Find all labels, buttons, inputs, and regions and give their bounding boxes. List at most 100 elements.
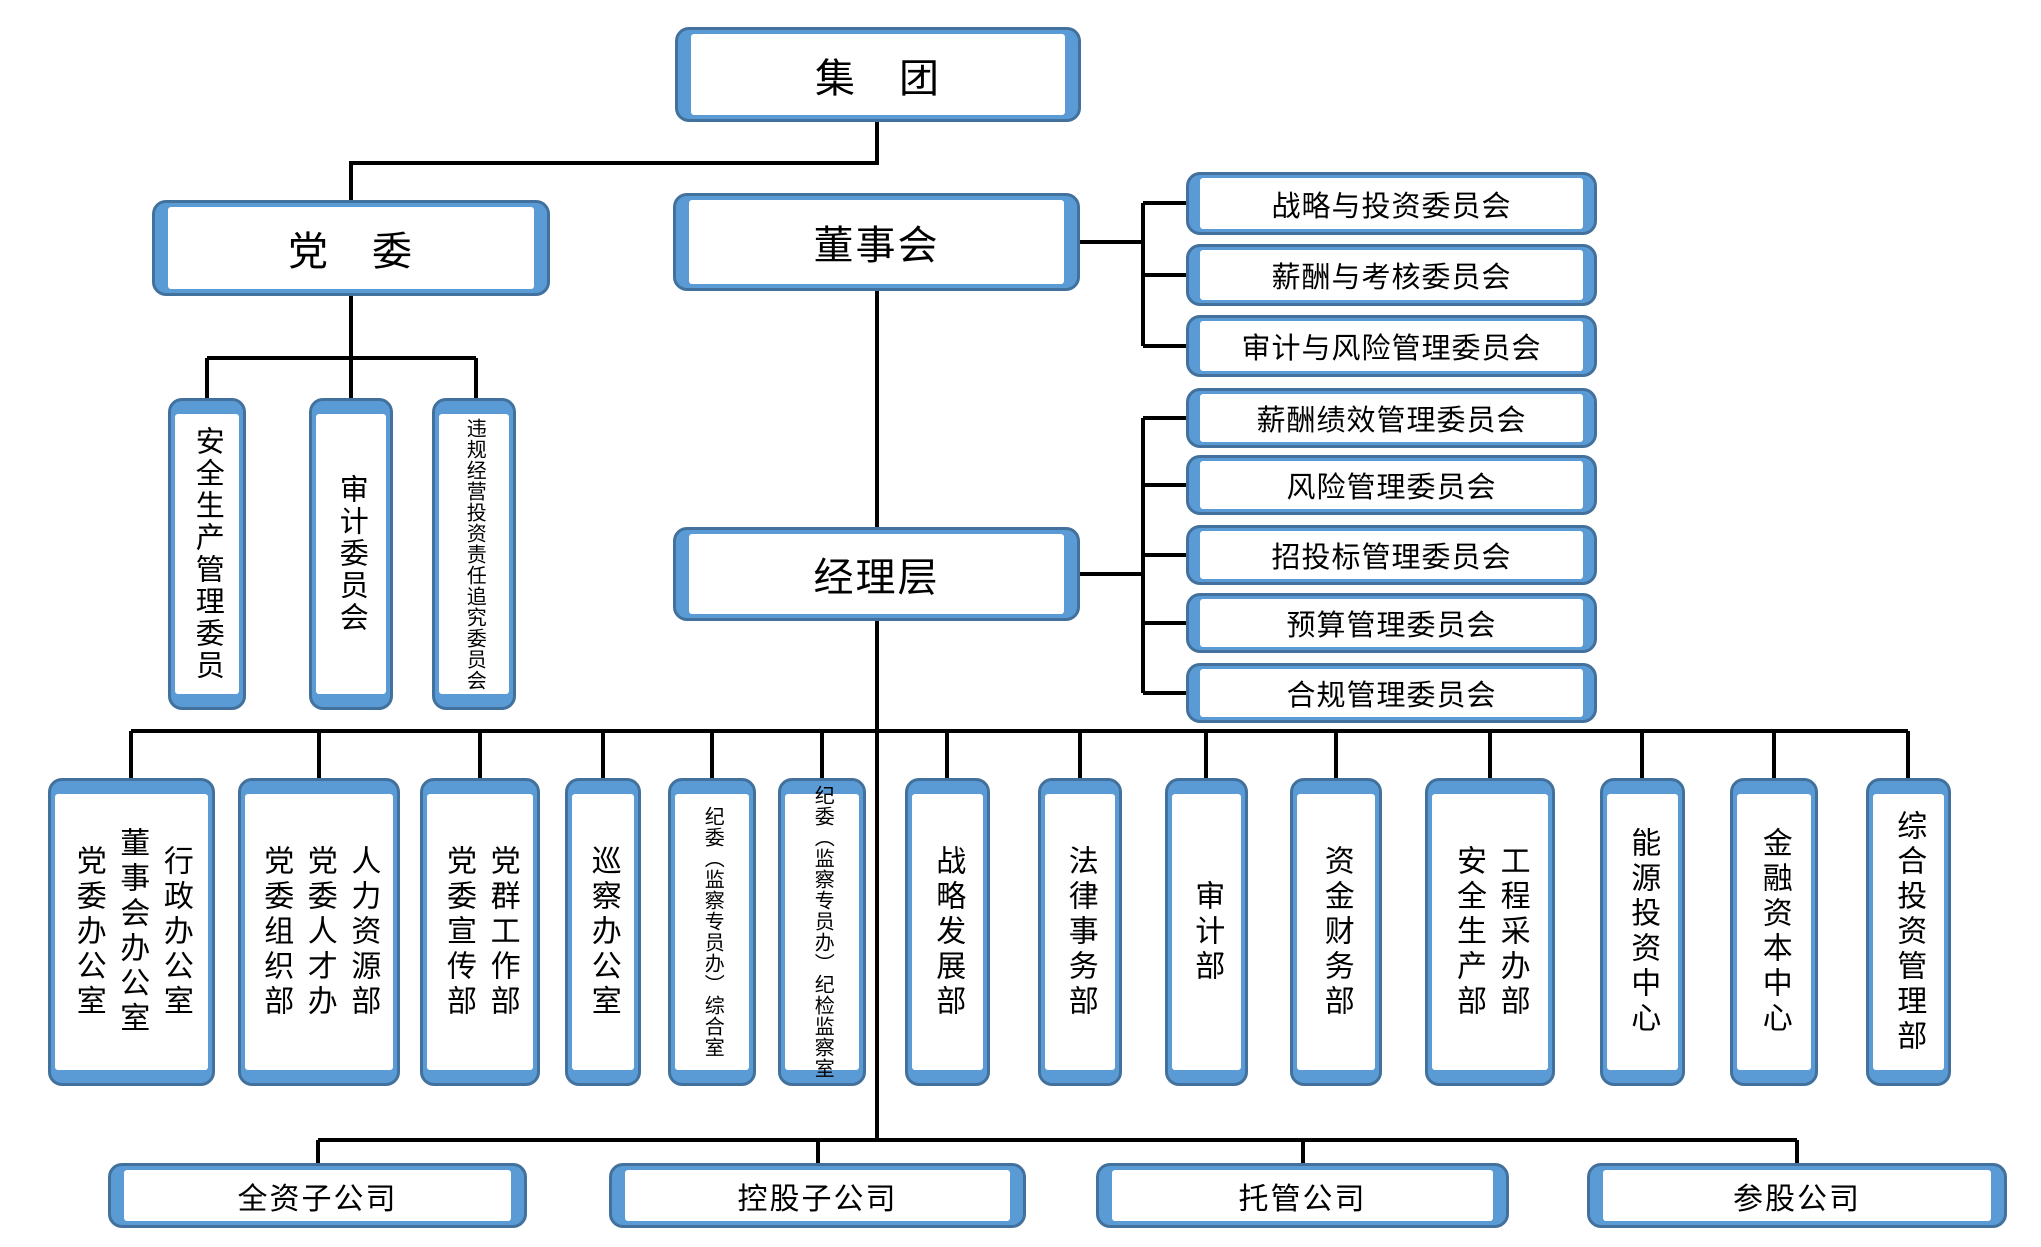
department-12-columns: 金融资本中心 xyxy=(1737,794,1811,1070)
subsidiary-0: 全资子公司 xyxy=(108,1163,527,1228)
department-13-inner: 综合投资管理部 xyxy=(1873,794,1944,1070)
node-board-inner: 董事会 xyxy=(689,200,1064,284)
node-group: 集 团 xyxy=(675,27,1081,122)
department-5: 纪委（监察专员办）纪检监察室 xyxy=(778,778,866,1086)
department-10-col-0: 安全生产部 xyxy=(1452,844,1485,1020)
board-committee-0-label: 战略与投资委员会 xyxy=(1271,190,1512,223)
party-sub-committee-2-col-0: 违规经营投资责任追究委员会 xyxy=(463,417,486,691)
subsidiary-3-inner: 参股公司 xyxy=(1603,1170,1991,1221)
department-11-columns: 能源投资中心 xyxy=(1607,794,1678,1070)
department-7-inner: 法律事务部 xyxy=(1045,794,1115,1070)
management-committee-2: 招投标管理委员会 xyxy=(1186,525,1597,585)
department-1-col-0: 党委组织部 xyxy=(259,844,293,1020)
board-committee-1-label: 薪酬与考核委员会 xyxy=(1271,262,1512,294)
node-party-committee-inner: 党 委 xyxy=(168,207,534,289)
department-13: 综合投资管理部 xyxy=(1866,778,1951,1086)
department-6-columns: 战略发展部 xyxy=(912,794,983,1070)
party-sub-committee-1-inner: 审计委员会 xyxy=(316,414,386,694)
department-9-inner: 资金财务部 xyxy=(1297,794,1375,1070)
board-committee-1-inner: 薪酬与考核委员会 xyxy=(1200,250,1583,300)
management-committee-4-label: 合规管理委员会 xyxy=(1286,680,1497,712)
department-4-col-0: 纪委（监察专员办）综合室 xyxy=(701,806,724,1058)
board-committee-1: 薪酬与考核委员会 xyxy=(1186,244,1597,306)
node-management-inner: 经理层 xyxy=(689,534,1064,614)
department-1-col-1: 党委人才办 xyxy=(302,844,336,1020)
department-0-columns: 党委办公室董事会办公室行政办公室 xyxy=(55,794,208,1070)
department-0-col-1: 董事会办公室 xyxy=(115,827,149,1037)
department-3-columns: 巡察办公室 xyxy=(572,794,634,1070)
management-committee-3-inner: 预算管理委员会 xyxy=(1200,599,1583,647)
node-board-label: 董事会 xyxy=(813,224,940,268)
subsidiary-1-label: 控股子公司 xyxy=(737,1182,898,1216)
board-committee-2: 审计与风险管理委员会 xyxy=(1186,315,1597,377)
board-committee-0-inner: 战略与投资委员会 xyxy=(1200,178,1583,229)
party-sub-committee-1-col-0: 审计委员会 xyxy=(335,474,368,634)
party-sub-committee-1-columns: 审计委员会 xyxy=(316,414,386,694)
board-committee-2-inner: 审计与风险管理委员会 xyxy=(1200,321,1583,371)
department-6-inner: 战略发展部 xyxy=(912,794,983,1070)
management-committee-0-label: 薪酬绩效管理委员会 xyxy=(1256,405,1527,437)
department-3-col-0: 巡察办公室 xyxy=(586,844,620,1020)
department-7: 法律事务部 xyxy=(1038,778,1122,1086)
department-12-inner: 金融资本中心 xyxy=(1737,794,1811,1070)
department-2: 党委宣传部党群工作部 xyxy=(420,778,540,1086)
party-sub-committee-1: 审计委员会 xyxy=(309,398,393,710)
subsidiary-3-label: 参股公司 xyxy=(1733,1182,1861,1216)
department-0-col-2: 行政办公室 xyxy=(158,844,192,1020)
department-4: 纪委（监察专员办）综合室 xyxy=(668,778,756,1086)
node-party-committee-label: 党 委 xyxy=(288,230,414,274)
management-committee-0-inner: 薪酬绩效管理委员会 xyxy=(1200,394,1583,442)
management-committee-4-inner: 合规管理委员会 xyxy=(1200,669,1583,717)
subsidiary-1-inner: 控股子公司 xyxy=(625,1170,1010,1221)
department-12-col-0: 金融资本中心 xyxy=(1757,827,1791,1037)
subsidiary-0-inner: 全资子公司 xyxy=(124,1170,511,1221)
node-party-committee: 党 委 xyxy=(152,200,550,296)
subsidiary-2-inner: 托管公司 xyxy=(1112,1170,1493,1221)
subsidiary-1: 控股子公司 xyxy=(609,1163,1026,1228)
node-management: 经理层 xyxy=(673,527,1080,621)
department-9-columns: 资金财务部 xyxy=(1297,794,1375,1070)
department-0-col-0: 党委办公室 xyxy=(71,844,105,1020)
subsidiary-0-label: 全资子公司 xyxy=(237,1182,398,1216)
department-6-col-0: 战略发展部 xyxy=(931,844,965,1020)
management-committee-2-label: 招投标管理委员会 xyxy=(1271,542,1512,574)
department-7-col-0: 法律事务部 xyxy=(1063,844,1097,1020)
department-12: 金融资本中心 xyxy=(1730,778,1818,1086)
department-2-col-0: 党委宣传部 xyxy=(442,844,475,1020)
department-1-columns: 党委组织部党委人才办人力资源部 xyxy=(245,794,393,1070)
party-sub-committee-0: 安全生产管理委员 xyxy=(168,398,246,710)
party-sub-committee-0-columns: 安全生产管理委员 xyxy=(175,414,239,694)
party-sub-committee-0-inner: 安全生产管理委员 xyxy=(175,414,239,694)
management-committee-4: 合规管理委员会 xyxy=(1186,663,1597,723)
department-13-col-0: 综合投资管理部 xyxy=(1892,809,1926,1055)
management-committee-3-label: 预算管理委员会 xyxy=(1286,610,1497,642)
department-6: 战略发展部 xyxy=(905,778,990,1086)
department-5-columns: 纪委（监察专员办）纪检监察室 xyxy=(785,785,859,1079)
department-5-col-0: 纪委（监察专员办）纪检监察室 xyxy=(811,785,834,1079)
department-9: 资金财务部 xyxy=(1290,778,1382,1086)
subsidiary-3: 参股公司 xyxy=(1587,1163,2007,1228)
department-1: 党委组织部党委人才办人力资源部 xyxy=(238,778,400,1086)
department-8-columns: 审计部 xyxy=(1172,794,1241,1070)
department-3: 巡察办公室 xyxy=(565,778,641,1086)
department-8-inner: 审计部 xyxy=(1172,794,1241,1070)
party-sub-committee-2: 违规经营投资责任追究委员会 xyxy=(432,398,516,710)
department-9-col-0: 资金财务部 xyxy=(1319,844,1353,1020)
department-1-inner: 党委组织部党委人才办人力资源部 xyxy=(245,794,393,1070)
node-board: 董事会 xyxy=(673,193,1080,291)
connector-paths xyxy=(129,122,1910,1163)
department-13-columns: 综合投资管理部 xyxy=(1873,794,1944,1070)
department-10-inner: 安全生产部工程采办部 xyxy=(1432,794,1548,1070)
party-sub-committee-0-col-0: 安全生产管理委员 xyxy=(191,426,224,682)
party-sub-committee-2-inner: 违规经营投资责任追究委员会 xyxy=(439,414,509,694)
department-5-inner: 纪委（监察专员办）纪检监察室 xyxy=(785,785,859,1079)
subsidiary-2-label: 托管公司 xyxy=(1238,1182,1367,1216)
management-committee-1-label: 风险管理委员会 xyxy=(1286,472,1497,504)
department-11: 能源投资中心 xyxy=(1600,778,1685,1086)
department-8: 审计部 xyxy=(1165,778,1248,1086)
node-group-inner: 集 团 xyxy=(691,34,1065,115)
department-10-col-1: 工程采办部 xyxy=(1495,844,1529,1020)
node-management-label: 经理层 xyxy=(813,556,940,600)
subsidiary-2: 托管公司 xyxy=(1096,1163,1509,1228)
